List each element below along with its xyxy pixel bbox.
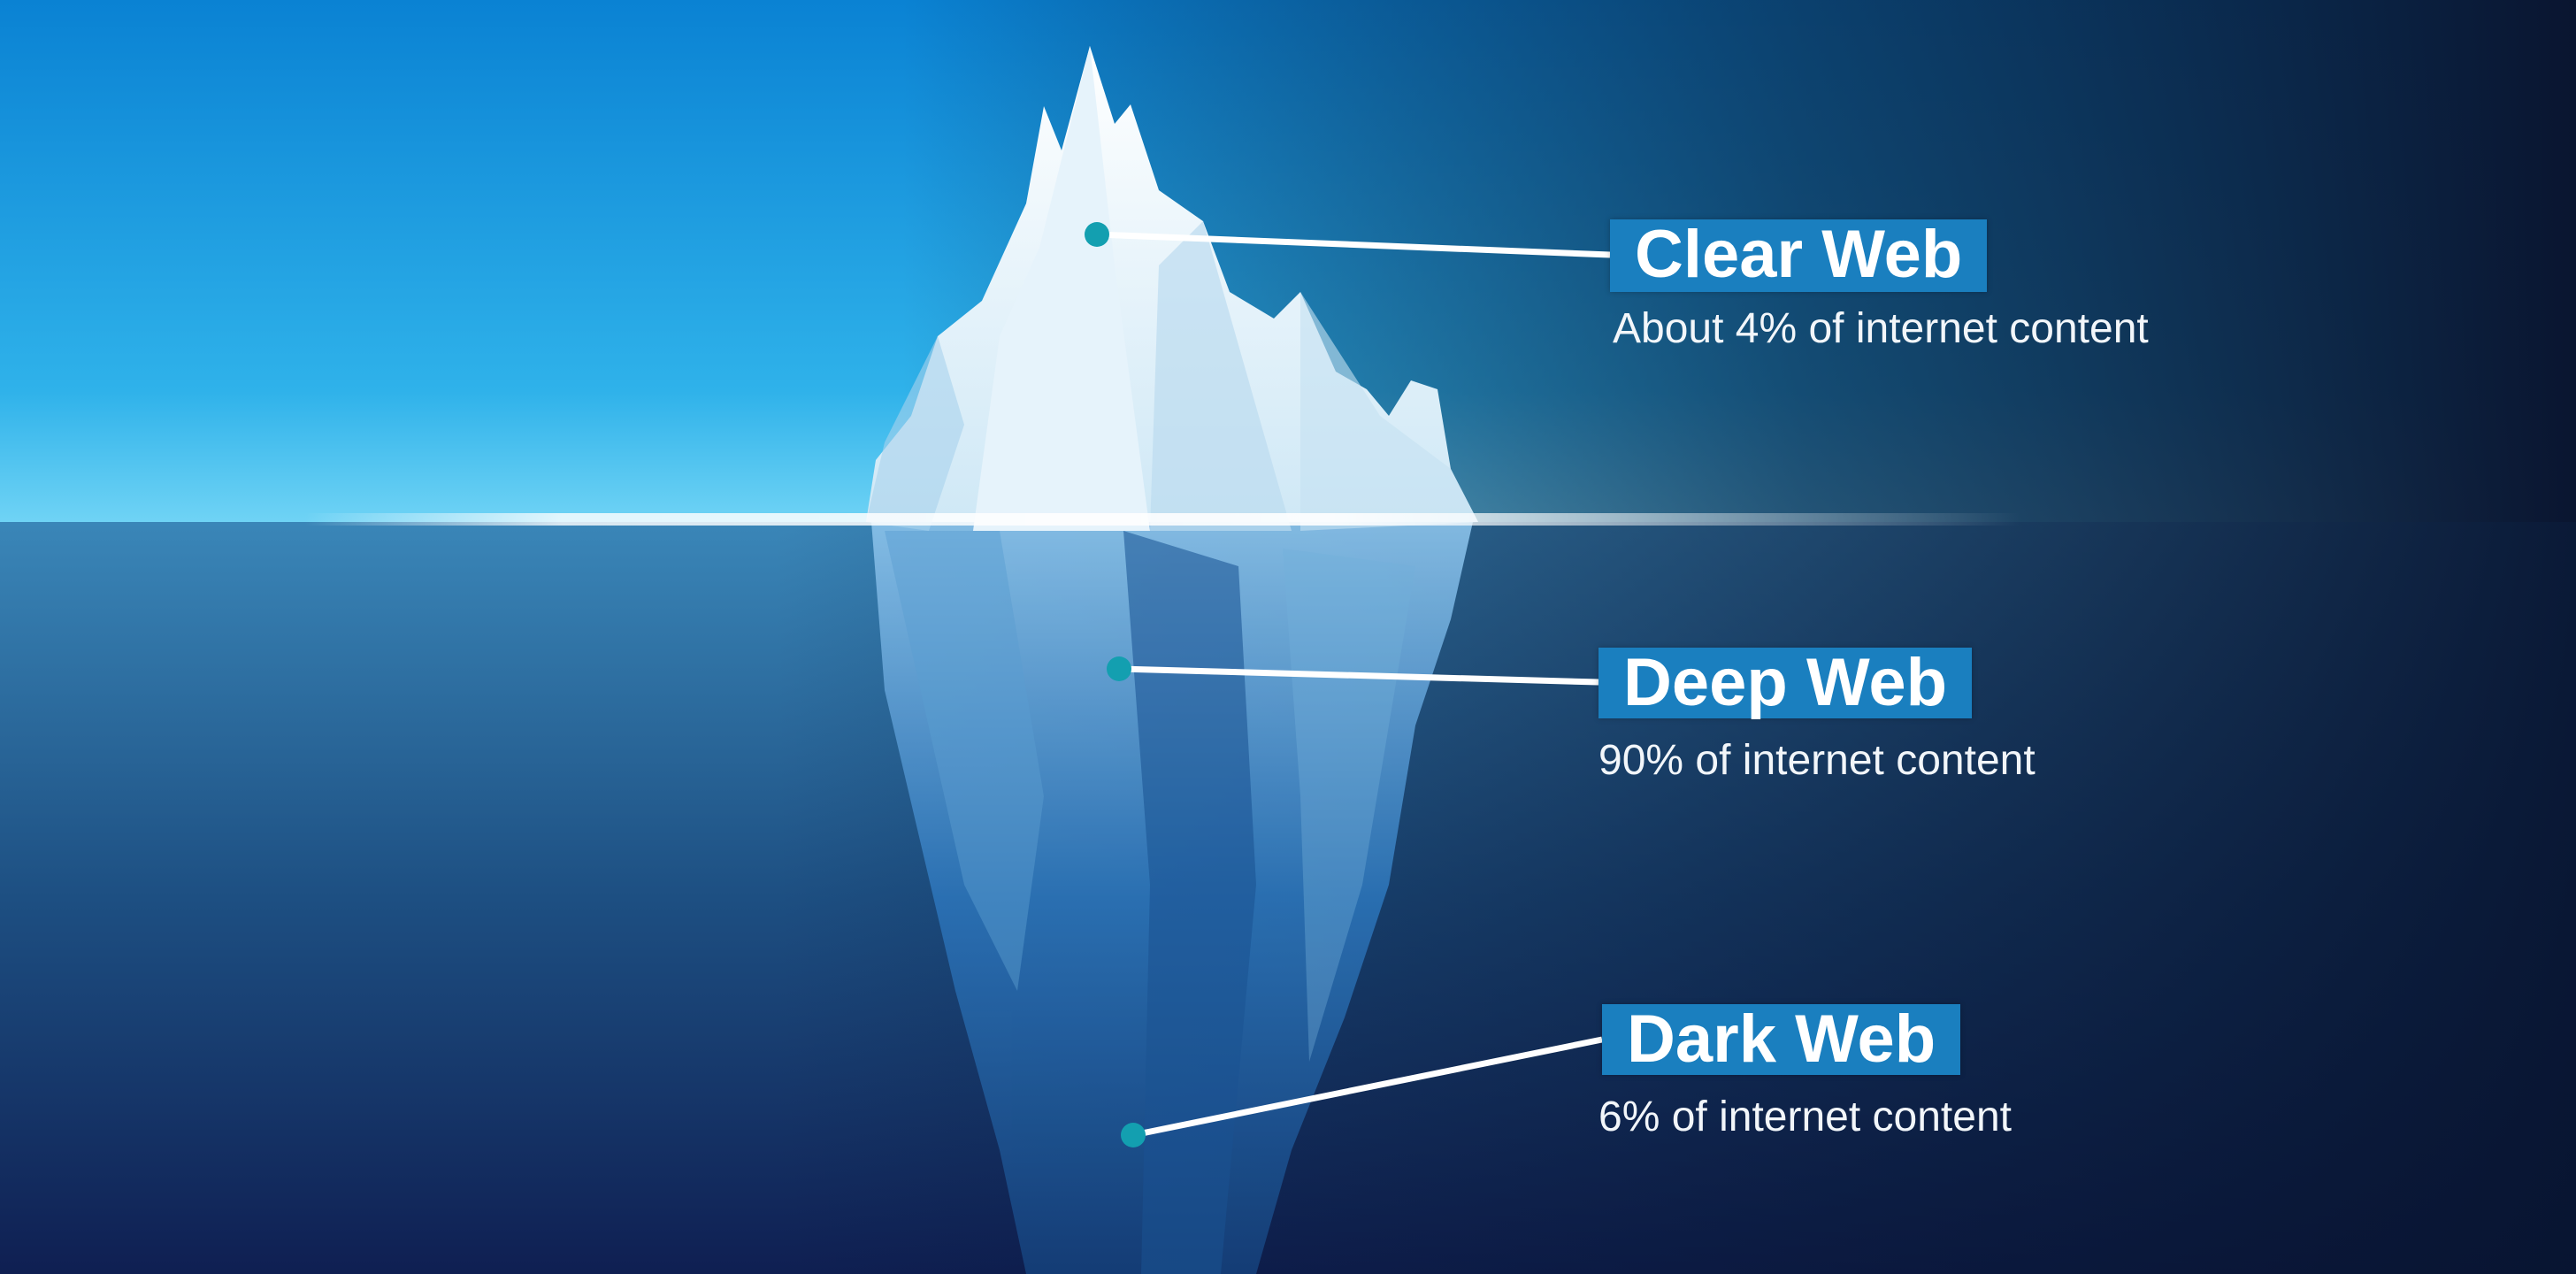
- iceberg-tip: [866, 46, 1478, 531]
- clear-web-marker-dot: [1085, 222, 1109, 247]
- deep-web-label: Deep Web: [1598, 648, 1973, 718]
- deep-web-pointer-line: [1118, 665, 1599, 686]
- waterline-glow: [304, 513, 2020, 526]
- iceberg-underwater: [871, 522, 1473, 1274]
- clear-web-description: About 4% of internet content: [1613, 305, 2149, 352]
- deep-web-description: 90% of internet content: [1598, 737, 2036, 784]
- deep-web-marker-dot: [1107, 656, 1131, 681]
- clear-web-pointer-line: [1096, 231, 1611, 258]
- clear-web-label: Clear Web: [1610, 219, 1988, 292]
- dark-web-description: 6% of internet content: [1598, 1094, 2012, 1140]
- dark-web-label: Dark Web: [1602, 1004, 1961, 1075]
- dark-web-marker-dot: [1121, 1123, 1146, 1147]
- dark-web-pointer-line: [1132, 1036, 1603, 1139]
